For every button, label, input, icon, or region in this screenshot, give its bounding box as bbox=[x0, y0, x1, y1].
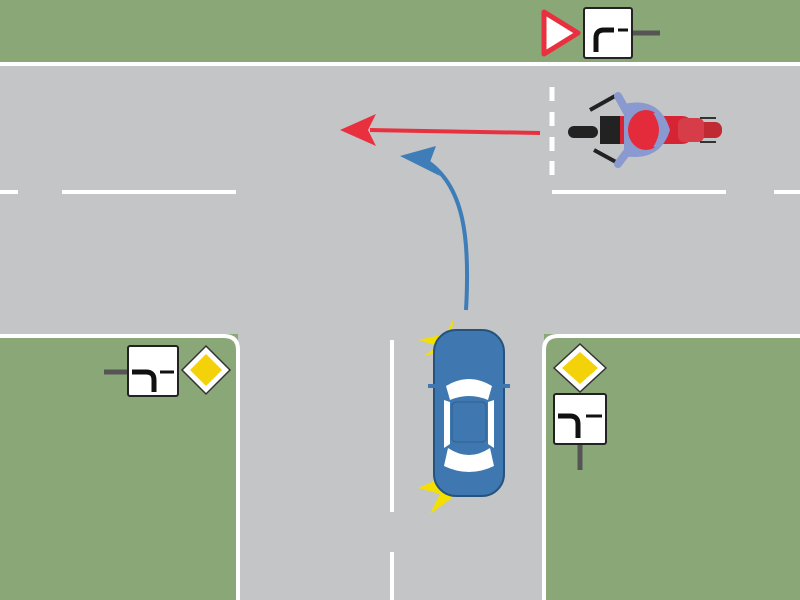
right-sign-group bbox=[552, 342, 608, 470]
mirror-right bbox=[502, 384, 510, 388]
car-roof bbox=[451, 401, 487, 443]
car bbox=[418, 318, 510, 514]
road-layout-icon bbox=[127, 345, 179, 397]
car-rear-window bbox=[444, 448, 494, 472]
rider bbox=[614, 92, 670, 168]
main-road bbox=[0, 64, 800, 334]
top-sign-group bbox=[541, 7, 660, 59]
rider-helmet bbox=[628, 110, 664, 150]
moto-rear-rack bbox=[700, 117, 716, 143]
mirror-left bbox=[428, 384, 436, 388]
road-layout-icon bbox=[583, 7, 633, 59]
car-side-window-right bbox=[488, 400, 494, 448]
yellow-diamond-icon bbox=[180, 344, 232, 396]
moto-engine bbox=[600, 116, 620, 144]
moto-front-wheel bbox=[568, 126, 598, 138]
motorcycle-path-arrow bbox=[340, 114, 541, 146]
moto-fork bbox=[589, 94, 617, 164]
car-side-window-left bbox=[444, 400, 450, 448]
road-layout-icon bbox=[553, 393, 607, 445]
motorcycle bbox=[568, 92, 722, 168]
moto-seat bbox=[678, 118, 704, 142]
car-path-arrow bbox=[400, 146, 470, 311]
triangle-yield-icon bbox=[541, 9, 581, 57]
left-sign-group bbox=[104, 344, 232, 397]
car-windshield bbox=[446, 379, 492, 400]
road-edge-lines bbox=[0, 62, 800, 600]
yellow-diamond-icon bbox=[552, 342, 608, 394]
